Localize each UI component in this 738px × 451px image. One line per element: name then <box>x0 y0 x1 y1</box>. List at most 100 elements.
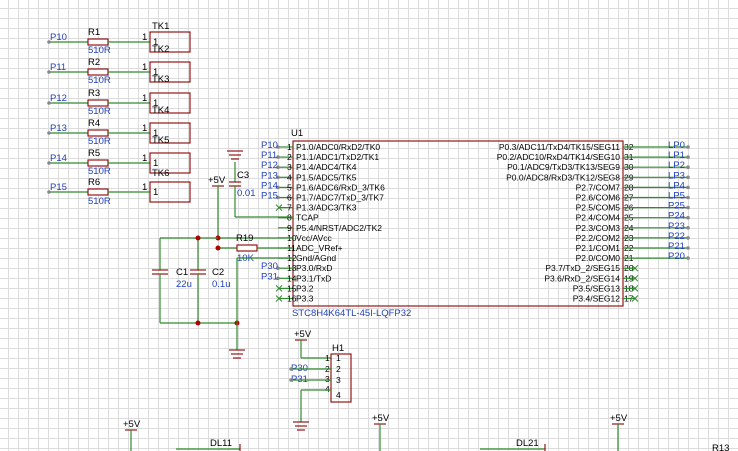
touch-key-label-tk5: TK5 <box>152 135 169 146</box>
power-network[interactable]: +5V R19 10K C1 22u C2 0.1u <box>152 175 293 359</box>
touch-key-tk6[interactable] <box>149 181 191 203</box>
touch-key-tk3[interactable] <box>149 92 191 114</box>
touch-key-ref-tk1: TK1 <box>152 21 169 32</box>
net-label-p13: P13 <box>50 123 67 134</box>
svg-text:+5V: +5V <box>123 419 141 430</box>
mcu-body[interactable] <box>292 140 624 307</box>
pin-name: P3.0/RxD <box>296 263 332 273</box>
resistor-row-r2[interactable]: P11 R2 510R 1 1 TK3 <box>47 57 191 86</box>
pin-name: P2.0/COM0 <box>576 253 621 263</box>
resistor-row-r6[interactable]: P15 R6 510R 1 1 <box>47 177 191 207</box>
header-h1[interactable]: +5V H1 1 2 3 4 1 2 3 4 P30 P31 <box>289 329 352 431</box>
led-ref-dl11: DL11 <box>210 438 232 449</box>
pin-name: P0.3/ADC11/TxD4/TK15/SEG11 <box>499 142 620 152</box>
resistor-row-r1[interactable]: P10 R1 510R 1 1 TK1 TK2 <box>47 21 191 56</box>
net-label: LP3 <box>668 170 685 181</box>
net-label: P14 <box>261 180 278 191</box>
pin-name: P3.4/SEG12 <box>573 294 621 304</box>
resistor-row-r3[interactable]: P12 R3 510R 1 1 TK4 <box>47 88 191 117</box>
header-body[interactable] <box>330 353 352 403</box>
svg-text:1: 1 <box>153 37 158 48</box>
resistor-ref-r1: R1 <box>88 27 100 38</box>
pin-number: 7 <box>287 203 292 213</box>
net-label: P12 <box>261 160 278 171</box>
resistor-value-r3: 510R <box>88 106 111 117</box>
touch-key-tk2[interactable] <box>149 61 191 83</box>
pin-number: 16 <box>287 294 297 304</box>
resistor-r19[interactable] <box>236 244 258 252</box>
net-label: LP2 <box>668 160 685 171</box>
net-label: P30 <box>261 261 278 272</box>
svg-text:3: 3 <box>325 374 330 384</box>
pin-name: P1.3/ADC3/TK3 <box>296 203 357 213</box>
resistor-r6[interactable] <box>87 188 109 196</box>
capacitor-c3[interactable]: C3 0.01 <box>227 150 293 218</box>
mcu-part-number: STC8H4K64TL-45I-LQFP32 <box>292 308 411 319</box>
pin-number: 5 <box>287 182 292 192</box>
svg-text:1: 1 <box>153 128 158 139</box>
net-label-p10: P10 <box>50 32 67 43</box>
touch-key-tk5[interactable] <box>149 152 191 174</box>
svg-text:1: 1 <box>336 353 341 363</box>
pin-name: P2.3/COM3 <box>576 223 621 233</box>
pin-number: 8 <box>287 213 292 223</box>
net-label: P24 <box>668 211 685 222</box>
capacitor-value-c3: 0.01 <box>237 188 256 199</box>
resistor-ref-r5: R5 <box>88 148 100 159</box>
resistor-row-r4[interactable]: P13 R4 510R 1 1 TK5 <box>47 118 191 147</box>
bottom-partial-circuits: +5V DL11 +5V DL21 +5V R13 <box>123 413 729 451</box>
mcu-ref: U1 <box>291 128 303 139</box>
resistor-ref-r6: R6 <box>88 177 100 188</box>
capacitor-ref-c1: C1 <box>176 267 188 278</box>
svg-text:1: 1 <box>142 93 147 104</box>
svg-text:1: 1 <box>142 182 147 193</box>
net-label: LP1 <box>668 150 685 161</box>
resistor-value-r4: 510R <box>88 136 111 147</box>
touch-key-label-tk2: TK2 <box>152 44 169 55</box>
resistor-ref-r4: R4 <box>88 118 100 129</box>
mcu-pin-7[interactable]: 7 P1.3/ADC3/TK3 <box>275 203 357 213</box>
touch-key-tk1[interactable] <box>149 31 191 53</box>
resistor-row-r5[interactable]: P14 R5 510R 1 1 TK6 <box>47 148 191 179</box>
pin-name: P3.1/TxD <box>296 273 331 283</box>
net-label-p12: P12 <box>50 93 67 104</box>
svg-text:4: 4 <box>325 384 330 394</box>
svg-text:1: 1 <box>153 187 158 198</box>
touch-key-tk4[interactable] <box>149 122 191 144</box>
capacitor-value-c1: 22u <box>176 279 192 290</box>
pin-number: 15 <box>287 283 297 293</box>
net-label-p11: P11 <box>50 62 66 73</box>
svg-text:3: 3 <box>336 375 341 385</box>
led-ref-dl21: DL21 <box>516 438 539 449</box>
